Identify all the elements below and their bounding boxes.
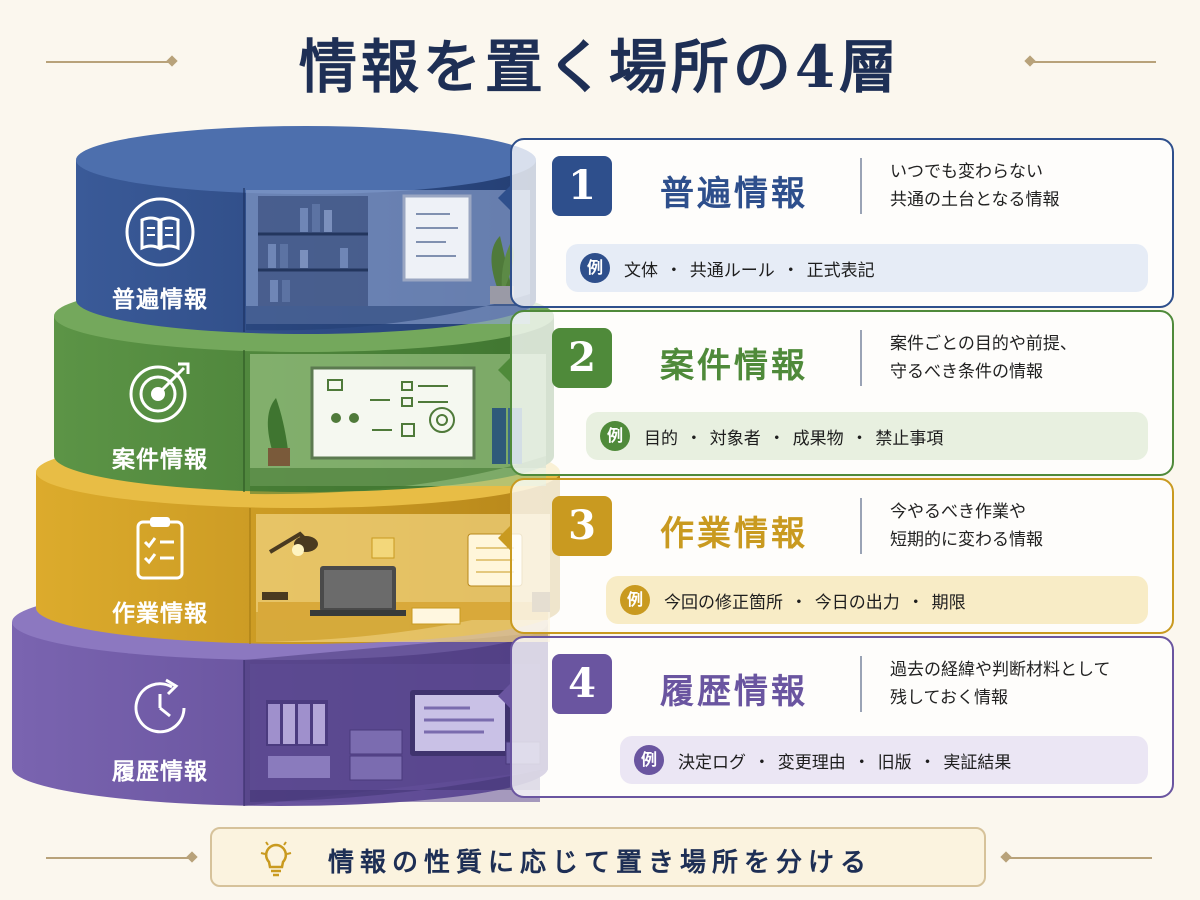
- layer-number-badge: 1: [552, 156, 612, 216]
- example-box: 例 文体 ・ 共通ルール ・ 正式表記: [566, 244, 1148, 292]
- example-text: 文体 ・ 共通ルール ・ 正式表記: [624, 261, 875, 281]
- example-badge: 例: [620, 585, 650, 615]
- example-text: 今回の修正箇所 ・ 今日の出力 ・ 期限: [664, 593, 966, 613]
- page-title: 情報を置く場所の4層: [298, 33, 902, 101]
- description-line-2: 共通の土台となる情報: [890, 190, 1060, 210]
- description-line-1: 案件ごとの目的や前提、: [890, 334, 1077, 354]
- footer-divider-right: [1006, 857, 1152, 859]
- description-line-2: 守るべき条件の情報: [890, 362, 1043, 382]
- layer-card-1: 1 普遍情報 いつでも変わらない 共通の土台となる情報 例 文体 ・ 共通ルール…: [498, 138, 1174, 308]
- description-line-1: 今やるべき作業や: [890, 502, 1026, 522]
- layer-3-cylinder-label: 作業情報: [112, 601, 208, 627]
- card-pointer: [498, 184, 512, 212]
- layer-description: いつでも変わらない 共通の土台となる情報: [890, 158, 1170, 214]
- layer-2-cylinder-label: 案件情報: [112, 447, 208, 473]
- clipboard-icon: [120, 508, 200, 588]
- layer-name: 案件情報: [660, 346, 808, 386]
- layer-number-badge: 3: [552, 496, 612, 556]
- target-icon: [120, 352, 200, 432]
- footer-divider-left: [46, 857, 192, 859]
- layer-number-badge: 4: [552, 654, 612, 714]
- example-badge: 例: [600, 421, 630, 451]
- example-text: 決定ログ ・ 変更理由 ・ 旧版 ・ 実証結果: [678, 753, 1012, 773]
- title-divider-left: [46, 61, 172, 63]
- card-pointer: [498, 524, 512, 552]
- lightbulb-icon: [258, 839, 294, 877]
- layer-card-2: 2 案件情報 案件ごとの目的や前提、 守るべき条件の情報 例 目的 ・ 対象者 …: [498, 310, 1174, 476]
- title-divider-right: [1030, 61, 1156, 63]
- example-text: 目的 ・ 対象者 ・ 成果物 ・ 禁止事項: [644, 429, 944, 449]
- layer-name: 普遍情報: [660, 174, 808, 214]
- divider: [860, 656, 862, 712]
- layer-1-cylinder-label: 普遍情報: [112, 287, 208, 313]
- card-pointer: [498, 356, 512, 384]
- example-badge: 例: [580, 253, 610, 283]
- divider: [860, 498, 862, 554]
- footer-text: 情報の性質に応じて置き場所を分ける: [328, 848, 873, 878]
- description-line-1: いつでも変わらない: [890, 162, 1043, 182]
- book-icon: [120, 192, 200, 272]
- example-badge: 例: [634, 745, 664, 775]
- layer-name: 作業情報: [660, 514, 808, 554]
- example-box: 例 今回の修正箇所 ・ 今日の出力 ・ 期限: [606, 576, 1148, 624]
- history-clock-icon: [120, 668, 200, 748]
- footer-banner: 情報の性質に応じて置き場所を分ける: [210, 827, 986, 887]
- layer-1-cylinder: [76, 126, 536, 334]
- layer-card-3: 3 作業情報 今やるべき作業や 短期的に変わる情報 例 今回の修正箇所 ・ 今日…: [498, 478, 1174, 634]
- layer-description: 案件ごとの目的や前提、 守るべき条件の情報: [890, 330, 1170, 386]
- example-box: 例 目的 ・ 対象者 ・ 成果物 ・ 禁止事項: [586, 412, 1148, 460]
- example-box: 例 決定ログ ・ 変更理由 ・ 旧版 ・ 実証結果: [620, 736, 1148, 784]
- layer-number-badge: 2: [552, 328, 612, 388]
- layer-description: 今やるべき作業や 短期的に変わる情報: [890, 498, 1170, 554]
- layer-4-cylinder-label: 履歴情報: [112, 759, 208, 785]
- layer-name: 履歴情報: [660, 672, 808, 712]
- description-line-1: 過去の経緯や判断材料として: [890, 660, 1111, 680]
- layer-card-4: 4 履歴情報 過去の経緯や判断材料として 残しておく情報 例 決定ログ ・ 変更…: [498, 636, 1174, 798]
- card-pointer: [498, 682, 512, 710]
- layer-description: 過去の経緯や判断材料として 残しておく情報: [890, 656, 1170, 712]
- divider: [860, 330, 862, 386]
- description-line-2: 短期的に変わる情報: [890, 530, 1043, 550]
- divider: [860, 158, 862, 214]
- description-line-2: 残しておく情報: [890, 688, 1008, 708]
